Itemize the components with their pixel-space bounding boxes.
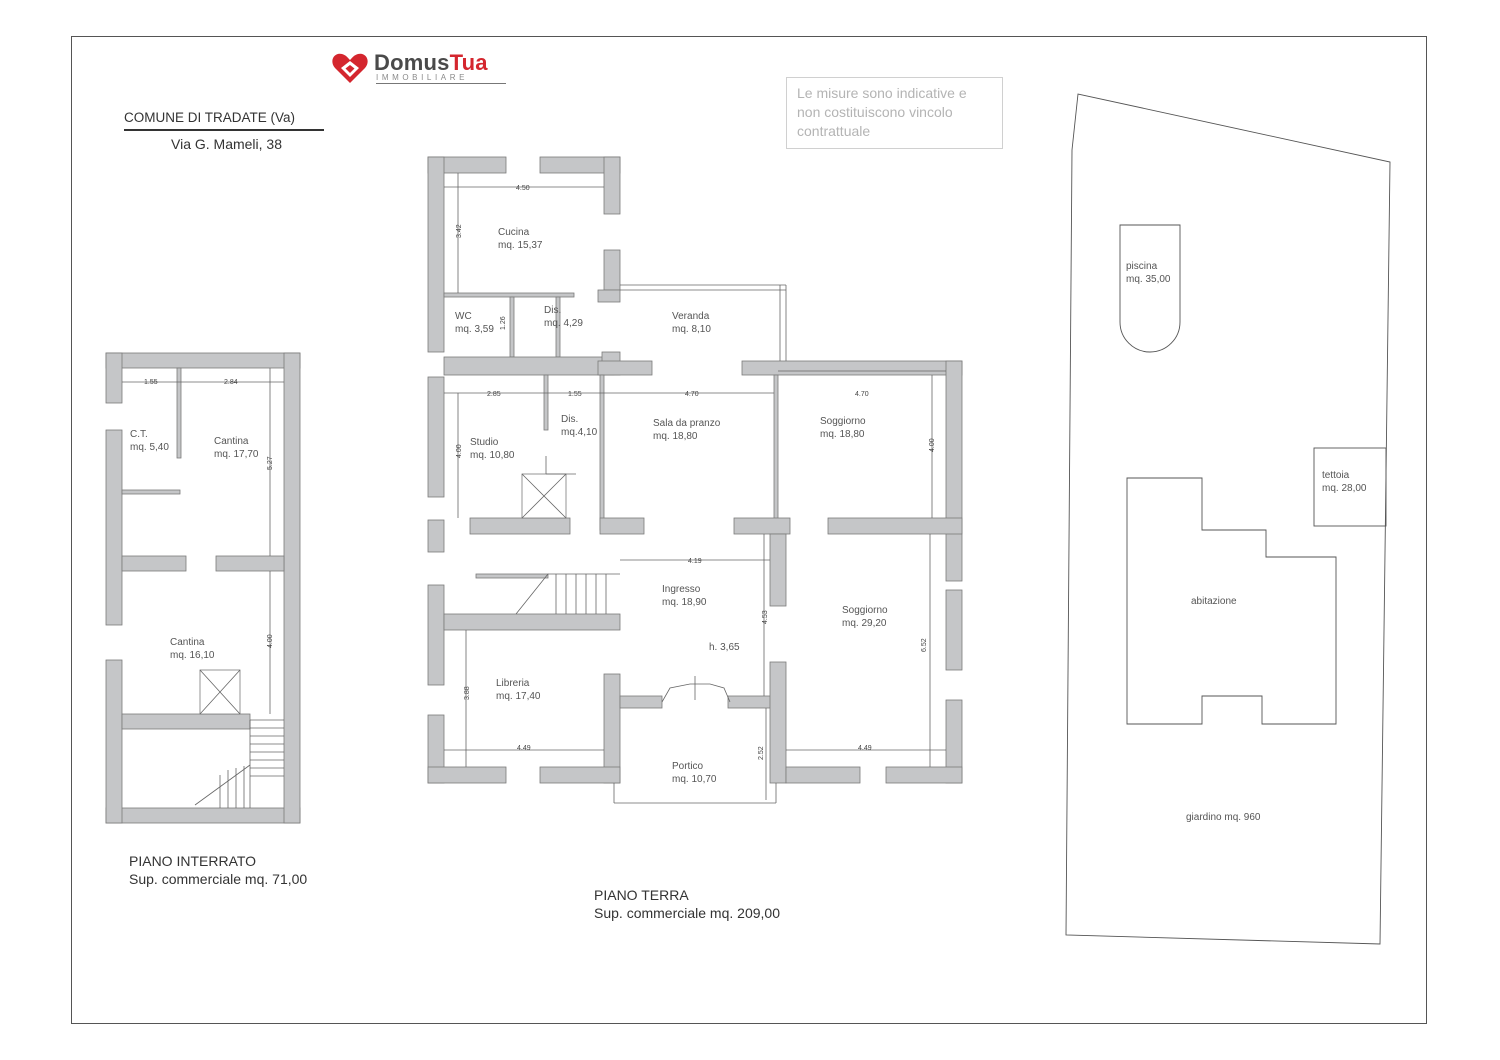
room-soggiorno-1-area: mq. 18,80 [820,429,865,440]
dim-ground-3: 2.85 [487,391,501,398]
room-dis-2-name: Dis. [561,414,578,425]
room-libreria-name: Libreria [496,678,530,689]
dim-basement-4: 4.00 [267,634,274,648]
logo-word-tua: Tua [449,50,488,75]
room-ingresso-name: Ingresso [662,584,701,595]
room-dis-2-area: mq.4,10 [561,427,598,438]
ground-walls [427,156,963,784]
dim-ground-4: 1.55 [568,391,582,398]
dim-ground-9: 4.19 [688,558,702,565]
dim-basement-1: 1.55 [144,379,158,386]
canopy-area: mq. 28,00 [1322,483,1367,494]
room-ct-name: C.T. [130,429,148,440]
room-dis-1-area: mq. 4,29 [544,318,583,329]
municipality-underline [124,129,324,131]
disclaimer-line-2: non costituiscono vincolo [797,104,953,120]
house-label: abitazione [1191,596,1237,607]
room-labels: C.T. mq. 5,40 Cantina mq. 17,70 Cantina … [130,227,1367,823]
dim-ground-11: 6.52 [921,638,928,652]
dim-ground-1: 4.50 [516,185,530,192]
domustua-logo: DomusTua IMMOBILIARE [330,50,510,90]
logo-word-domus: Domus [374,50,450,75]
dim-ground-10: 4.53 [762,610,769,624]
ceiling-height: h. 3,65 [709,642,740,653]
room-soggiorno-2-area: mq. 29,20 [842,618,887,629]
basement-details [122,368,284,808]
disclaimer-line-1: Le misure sono indicative e [797,85,967,101]
dim-ground-14: 4.49 [858,745,872,752]
garden-label: giardino mq. 960 [1186,812,1261,823]
ground-details [444,173,946,804]
dim-ground-16: 1.26 [500,316,507,330]
plot-boundary [1065,93,1391,945]
room-dis-1-name: Dis. [544,305,561,316]
room-cantina-2-area: mq. 16,10 [170,650,215,661]
room-soggiorno-2-name: Soggiorno [842,605,888,616]
room-studio-area: mq. 10,80 [470,450,515,461]
basement-walls [105,352,301,824]
dim-ground-12: 3.88 [464,686,471,700]
street-address: Via G. Mameli, 38 [171,136,283,152]
basement-title: PIANO INTERRATO [129,853,257,869]
dim-ground-7: 4.00 [456,444,463,458]
room-soggiorno-1-name: Soggiorno [820,416,866,427]
basement-caption: PIANO INTERRATO Sup. commerciale mq. 71,… [129,852,307,888]
municipality-title: COMUNE DI TRADATE (Va) [124,110,296,125]
dim-basement-3: 5.27 [267,456,274,470]
sheet-frame [71,36,1427,1024]
site-outlines [1065,93,1391,945]
room-ct-area: mq. 5,40 [130,442,169,453]
dimension-labels: 1.55 2.84 5.27 4.00 4.50 3.42 2.85 1.55 … [144,185,936,760]
pool-outline [1119,224,1181,353]
room-cucina-name: Cucina [498,227,530,238]
ground-title: PIANO TERRA [594,887,689,903]
logo-subtitle: IMMOBILIARE [376,73,469,82]
disclaimer-line-3: contrattuale [797,123,871,139]
basement-surface: Sup. commerciale mq. 71,00 [129,871,308,887]
room-ingresso-area: mq. 18,90 [662,597,707,608]
house-outline [1126,477,1337,725]
dim-ground-2: 3.42 [456,224,463,238]
logo-underline [376,83,506,84]
dim-ground-15: 2.52 [758,746,765,760]
room-sala-pranzo-name: Sala da pranzo [653,418,721,429]
room-veranda-area: mq. 8,10 [672,324,711,335]
ground-caption: PIANO TERRA Sup. commerciale mq. 209,00 [594,886,780,922]
canopy-name: tettoia [1322,470,1350,481]
disclaimer-note: Le misure sono indicative e non costitui… [786,77,1003,149]
dim-ground-13: 4.49 [517,745,531,752]
ground-surface: Sup. commerciale mq. 209,00 [594,905,780,921]
room-veranda-name: Veranda [672,311,710,322]
room-sala-pranzo-area: mq. 18,80 [653,431,698,442]
room-portico-name: Portico [672,761,704,772]
dim-basement-2: 2.84 [224,379,238,386]
room-cucina-area: mq. 15,37 [498,240,543,251]
room-cantina-2-name: Cantina [170,637,205,648]
room-portico-area: mq. 10,70 [672,774,717,785]
dim-ground-8: 4.00 [929,438,936,452]
room-cantina-1-area: mq. 17,70 [214,449,259,460]
pool-area: mq. 35,00 [1126,274,1171,285]
canopy-outline [1313,447,1387,527]
room-wc-name: WC [455,311,472,322]
room-libreria-area: mq. 17,40 [496,691,541,702]
dim-ground-6: 4.70 [855,391,869,398]
logo-wordmark: DomusTua [374,50,488,76]
room-cantina-1-name: Cantina [214,436,249,447]
room-wc-area: mq. 3,59 [455,324,494,335]
dim-ground-5: 4.70 [685,391,699,398]
pool-name: piscina [1126,261,1158,272]
heart-home-logo-icon [332,53,368,83]
room-studio-name: Studio [470,437,499,448]
